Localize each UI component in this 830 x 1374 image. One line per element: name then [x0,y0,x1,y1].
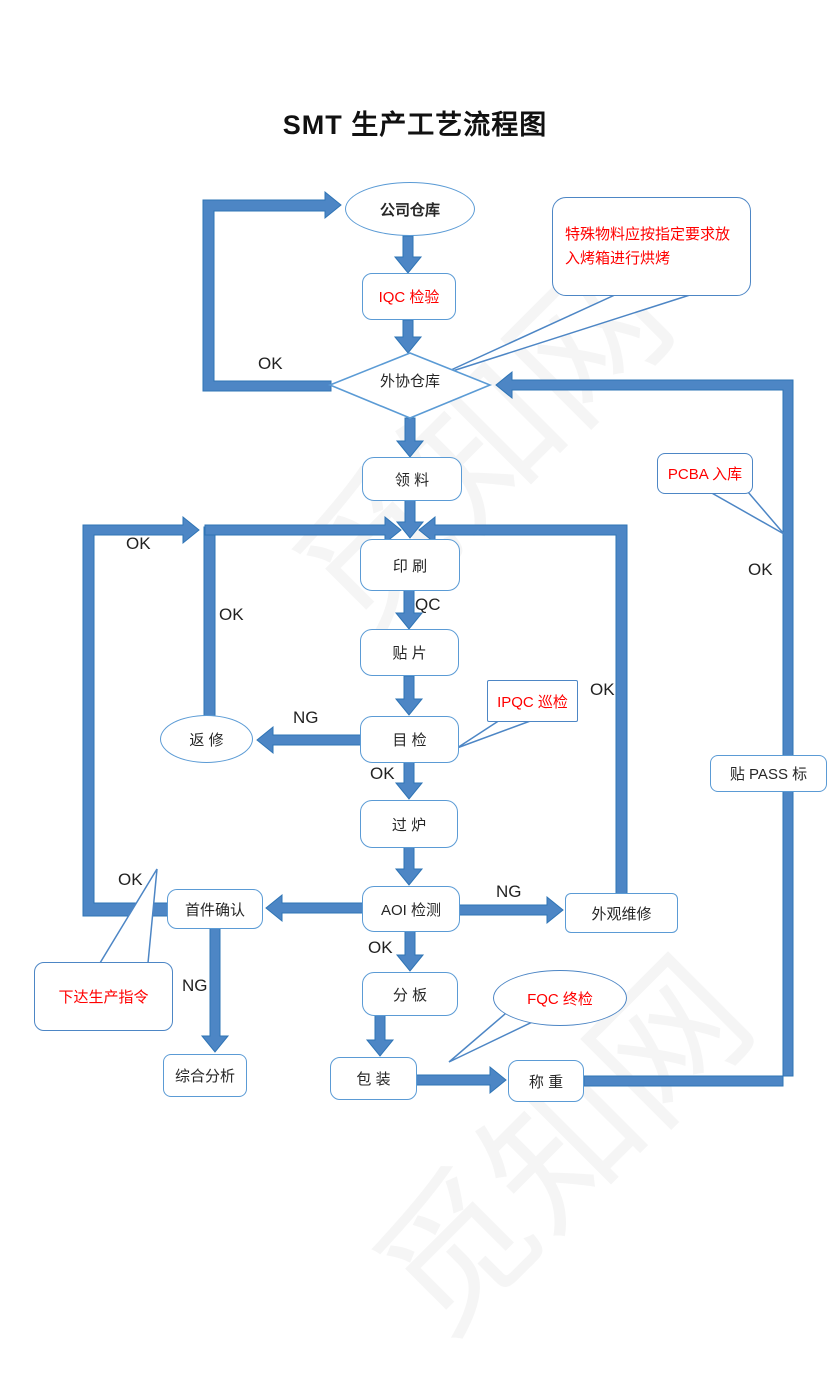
arrow-warehouse-to-iqc [393,235,423,274]
node-appearance-repair: 外观维修 [565,893,678,933]
label-ng-analysis: NG [182,976,208,995]
tail-ipqc [456,719,534,749]
node-reflow: 过 炉 [360,800,458,848]
arrow-inspection-to-rework [256,725,362,755]
arrow-placement-to-inspection [394,675,424,716]
arrow-depanel-to-packing [365,1014,395,1057]
node-placement: 贴 片 [360,629,459,676]
node-packing: 包 装 [330,1057,417,1100]
callout-special-material: 特殊物料应按指定要求放入烤箱进行烘烤 [552,197,751,296]
tail-special-material [439,293,694,376]
flowchart-connectors [82,190,794,1095]
node-depanel: 分 板 [362,972,458,1016]
arrow-printing-to-placement [394,589,424,630]
arrow-aoi-to-firstarticle [265,893,364,923]
callout-ipqc: IPQC 巡检 [487,680,578,722]
line-rework-up [203,526,216,717]
label-ok-rework-line: OK [219,605,244,624]
thick-arrows [82,190,794,1095]
label-ok-left-top: OK [126,534,151,553]
callout-fqc: FQC 终检 [493,970,627,1026]
node-material-pick: 领 料 [362,457,462,501]
line-diamond-ok-loop [202,190,342,392]
callout-tails [98,293,785,1063]
node-iqc-inspection: IQC 检验 [362,273,456,320]
page-title: SMT 生产工艺流程图 [282,110,548,140]
callout-production-order: 下达生产指令 [34,962,173,1031]
label-ok-diamond-loop: OK [258,354,283,373]
label-ok-aoi: OK [368,938,393,957]
node-rework: 返 修 [160,715,253,763]
arrow-packing-to-weighing [415,1065,507,1095]
arrow-firstarticle-to-analysis [200,927,230,1053]
node-visual-inspection: 目 检 [360,716,459,763]
line-repair-up-junction [418,515,628,895]
callout-pcba-storage: PCBA 入库 [657,453,753,494]
arrow-aoi-to-repair [458,895,564,925]
node-analysis: 综合分析 [163,1054,247,1097]
line-junction-left [204,515,402,545]
arrow-aoi-to-depanel [395,930,425,972]
label-qc: QC [415,595,441,614]
node-weighing: 称 重 [508,1060,584,1102]
node-printing: 印 刷 [360,539,460,591]
line-firstarticle-ok-loop [82,515,200,917]
label-ng-rework: NG [293,708,319,727]
node-pass-label: 贴 PASS 标 [710,755,827,792]
node-company-warehouse: 公司仓库 [345,182,475,236]
arrow-diamond-to-material [395,417,425,458]
label-ok-inspection: OK [370,764,395,783]
node-aoi: AOI 检测 [362,886,460,932]
line-passlabel-to-diamond [495,370,794,757]
line-weighing-to-passlabel [583,789,794,1087]
label-ok-repair-line: OK [590,680,615,699]
label-ok-pcba-line: OK [748,560,773,579]
label-ng-repair: NG [496,882,522,901]
tail-pcba [707,491,785,535]
arrow-iqc-to-diamond [393,319,423,354]
arrow-reflow-to-aoi [394,846,424,886]
node-outsource-warehouse-label: 外协仓库 [379,373,440,390]
node-first-article: 首件确认 [167,889,263,929]
arrow-material-to-printing [395,499,425,539]
arrow-inspection-to-reflow [394,761,424,800]
label-ok-first-article: OK [118,870,143,889]
decision-outsource-warehouse [327,352,493,419]
